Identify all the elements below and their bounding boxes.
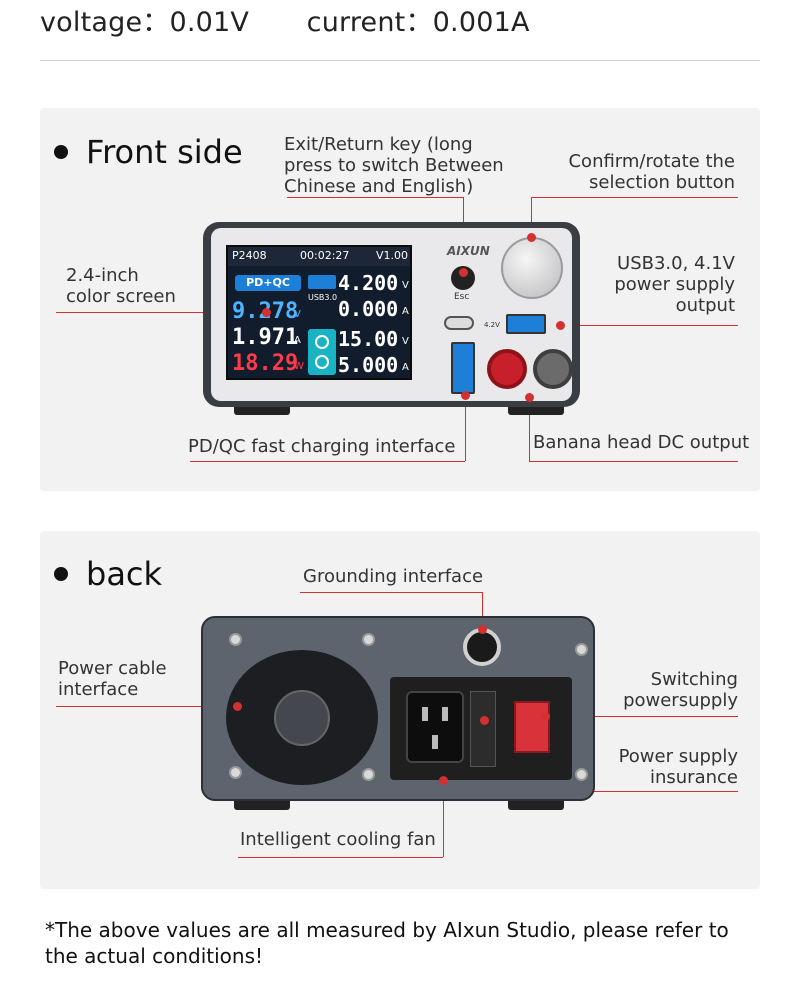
leader-ground-v (482, 592, 483, 630)
leader-exit-h (287, 197, 463, 198)
color-screen: P2408 00:02:27 V1.00 PD+QC 9.278 V 1.971… (226, 245, 412, 380)
leader-ground-h (300, 592, 482, 593)
current-readout: current：0.001A (306, 7, 530, 38)
usb-c-port[interactable] (444, 316, 474, 330)
pin-insurance (480, 716, 489, 725)
pin-knob (527, 233, 536, 242)
usb-voltage: 4.200 (338, 271, 399, 295)
pin-pdqc (461, 391, 470, 400)
left-current: 1.971 (232, 325, 299, 350)
callout-ground: Grounding interface (303, 566, 484, 587)
screen-status-bar: P2408 00:02:27 V1.00 (228, 247, 410, 266)
port-label: 4.2V (484, 321, 500, 329)
leader-banana-h (529, 461, 738, 462)
usb-icon (308, 275, 336, 289)
dc-output-icon (308, 329, 336, 375)
voltage-readout: voltage：0.01V (40, 7, 250, 38)
rotary-knob[interactable] (501, 237, 563, 299)
usb-a-port-side[interactable] (451, 342, 475, 394)
leader-confirm-h (531, 197, 738, 198)
header-divider (40, 60, 760, 61)
grounding-terminal[interactable] (463, 628, 501, 666)
leader-pdqc-v (465, 395, 466, 461)
dc-voltage: 15.00 (338, 327, 399, 351)
leader-banana-v (529, 397, 530, 461)
screw-icon (229, 633, 242, 646)
leader-screen (56, 312, 266, 313)
dc-current: 5.000 (338, 353, 399, 377)
power-cable-socket[interactable] (406, 691, 464, 763)
pdqc-badge: PD+QC (235, 275, 301, 291)
pin-banana (525, 393, 534, 402)
esc-label: Esc (454, 292, 470, 302)
back-title: back (54, 555, 162, 593)
brand-logo: AIXUN (447, 244, 490, 258)
pin-fan (439, 776, 448, 785)
cooling-fan (226, 650, 378, 785)
pin-screen (262, 308, 271, 317)
footnote: *The above values are all measured by AI… (45, 918, 729, 968)
pin-power-cable (233, 702, 242, 711)
leader-confirm-v (531, 197, 532, 239)
leader-usb30 (560, 325, 738, 326)
screw-icon (575, 643, 588, 656)
bullet-icon (54, 567, 68, 581)
screen-model: P2408 (232, 249, 267, 262)
screw-icon (362, 633, 375, 646)
callout-pdqc: PD/QC fast charging interface (188, 436, 456, 457)
leader-power-cable (56, 706, 236, 707)
pin-usb30 (556, 321, 565, 330)
pin-ground (478, 625, 487, 634)
header-line: voltage：0.01V current：0.001A (40, 0, 530, 39)
fan-hub-icon (274, 690, 330, 746)
leader-insurance-h (484, 791, 738, 792)
fuse-holder[interactable] (470, 691, 496, 767)
usb-a-port-top[interactable] (506, 314, 546, 334)
back-foot-left (234, 798, 290, 810)
rocker-switch[interactable] (514, 701, 550, 753)
screen-time: 00:02:27 (300, 249, 350, 262)
screw-icon (229, 766, 242, 779)
screen-version: V1.00 (376, 249, 409, 262)
back-foot-right (508, 798, 564, 810)
leader-fan-v (443, 780, 444, 857)
callout-banana: Banana head DC output (533, 432, 750, 453)
leader-pdqc-h (190, 461, 465, 462)
callout-fan: Intelligent cooling fan (240, 829, 436, 850)
leader-switching (545, 716, 738, 717)
usb-current: 0.000 (338, 297, 399, 321)
banana-jack-black[interactable] (533, 349, 573, 389)
screw-icon (575, 768, 588, 781)
bullet-icon (54, 145, 68, 159)
leader-fan-h (238, 857, 443, 858)
front-title: Front side (54, 133, 243, 171)
pin-switching (541, 712, 550, 721)
iec-power-module (390, 677, 572, 780)
pin-esc (459, 268, 468, 277)
usb-label: USB3.0 (308, 293, 338, 302)
screw-icon (362, 768, 375, 781)
banana-jack-red[interactable] (487, 349, 527, 389)
left-power: 18.29 (232, 351, 299, 376)
